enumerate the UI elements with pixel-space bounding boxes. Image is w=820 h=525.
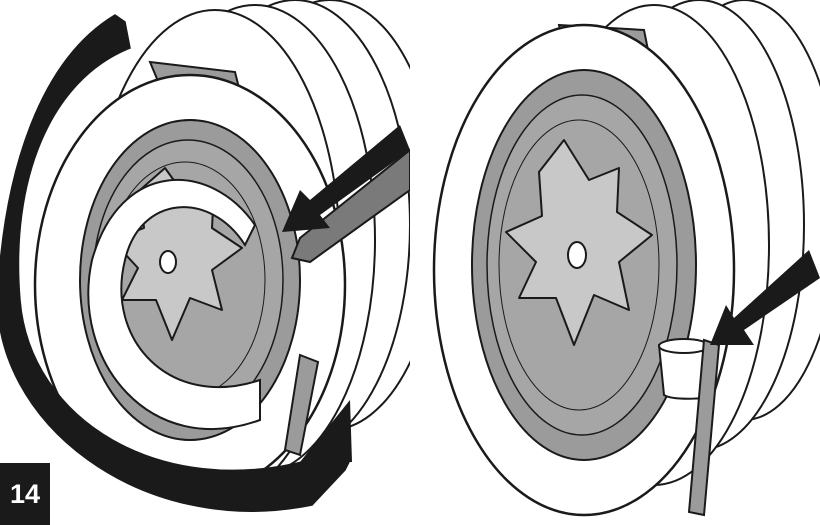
rotate-arrow-head xyxy=(300,400,352,462)
panel-divider xyxy=(410,0,414,525)
left-illustration xyxy=(0,0,410,512)
panel-remove-retaining-ring: 14 xyxy=(0,0,410,525)
screwdriver-icon xyxy=(290,148,410,264)
hub-tab-bottom xyxy=(283,353,320,457)
push-arrow-icon xyxy=(282,125,410,232)
hub-center-hole xyxy=(159,250,177,274)
panel-ring-removed xyxy=(414,0,820,525)
right-illustration xyxy=(432,0,820,517)
push-arrow-icon xyxy=(710,250,820,345)
hub-center-hole xyxy=(567,241,587,269)
retaining-ring xyxy=(87,179,261,431)
step-number-badge: 14 xyxy=(0,463,50,525)
